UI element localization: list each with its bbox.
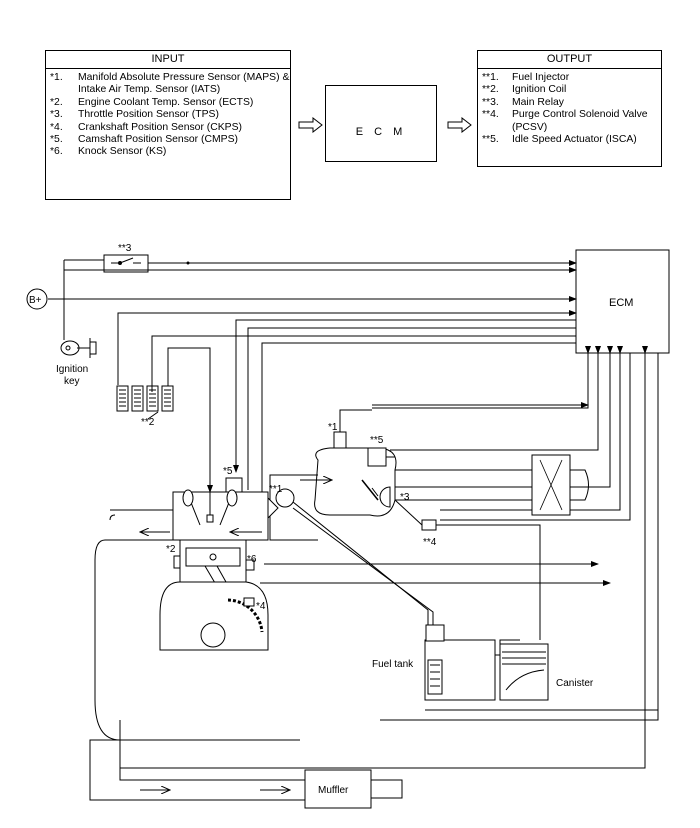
spark-plug — [206, 492, 214, 523]
input-item-text: Throttle Position Sensor (TPS) — [78, 109, 219, 121]
callout-maps: *1 — [328, 422, 338, 433]
arrow-input-to-ecm-icon — [298, 117, 323, 133]
wire-ecm-v2 — [390, 346, 601, 451]
air-duct — [395, 469, 533, 501]
input-box-title: INPUT — [46, 51, 290, 69]
crankshaft — [200, 622, 226, 648]
ecm-block: E C M — [325, 85, 437, 162]
fuel-filter — [425, 624, 445, 642]
callout-injector: **1 — [269, 484, 283, 495]
output-box: OUTPUT **1.Fuel Injector **2.Ignition Co… — [477, 50, 662, 167]
input-item-text: Manifold Absolute Pressure Sensor (MAPS)… — [78, 72, 290, 96]
output-item: **3.Main Relay — [482, 97, 661, 109]
callout-main-relay: **3 — [118, 243, 132, 254]
wire-coil-spark — [167, 347, 213, 493]
output-item: **5.Idle Speed Actuator (ISCA) — [482, 134, 661, 146]
output-item: **2.Ignition Coil — [482, 84, 661, 96]
wire-battery — [48, 260, 65, 300]
output-item-text: Main Relay — [512, 96, 564, 108]
ckps-sensor — [243, 597, 255, 607]
isca-actuator — [367, 447, 387, 467]
tps-sensor — [379, 486, 391, 508]
ecm-block-label: E C M — [355, 126, 407, 138]
knock-sensor — [245, 559, 255, 571]
input-list: *1.Manifold Absolute Pressure Sensor (MA… — [46, 69, 290, 159]
input-item-text: Engine Coolant Temp. Sensor (ECTS) — [78, 96, 254, 108]
ignition-label: Ignition — [56, 364, 88, 375]
ignition-key-label: key — [64, 376, 80, 387]
ects-sensor — [173, 555, 181, 569]
callout-ects: *2 — [166, 544, 176, 555]
ecm-unit — [575, 249, 670, 354]
output-list: **1.Fuel Injector **2.Ignition Coil **3.… — [478, 69, 661, 146]
wire-ecm-v4 — [440, 346, 623, 511]
input-box: INPUT *1.Manifold Absolute Pressure Sens… — [45, 50, 291, 200]
canister-label: Canister — [556, 678, 594, 689]
output-item-text: Purge Control Solenoid Valve (PCSV) — [512, 109, 648, 133]
muffler-label: Muffler — [318, 785, 349, 796]
wire-ecm-v3 — [390, 346, 613, 488]
wire-ecm-v5 — [440, 353, 631, 521]
arrow-ecm-to-output-icon — [447, 117, 472, 133]
maps-sensor — [333, 431, 347, 449]
muffler — [304, 769, 372, 809]
callout-tps: *3 — [400, 492, 410, 503]
callout-knock: *6 — [247, 554, 257, 565]
input-item-text: Crankshaft Position Sensor (CKPS) — [78, 121, 243, 133]
output-item-text: Ignition Coil — [512, 84, 567, 96]
crankcase — [159, 581, 269, 651]
output-item-text: Fuel Injector — [512, 72, 570, 83]
callout-ckps: *4 — [256, 601, 266, 612]
pcsv-valve — [421, 519, 437, 531]
throttle-plate — [361, 479, 379, 501]
input-item: *3.Throttle Position Sensor (TPS) — [50, 109, 290, 121]
wire-ecm-v1 — [372, 346, 591, 409]
battery-terminal — [26, 288, 48, 310]
input-item: *2.Engine Coolant Temp. Sensor (ECTS) — [50, 97, 290, 109]
callout-cmps: *5 — [223, 466, 233, 477]
input-item: *1.Manifold Absolute Pressure Sensor (MA… — [50, 72, 290, 96]
input-item: *6.Knock Sensor (KS) — [50, 146, 290, 158]
callout-pcsv: **4 — [423, 537, 437, 548]
ckps-wheel — [227, 598, 264, 633]
input-item: *4.Crankshaft Position Sensor (CKPS) — [50, 122, 290, 134]
fuel-tank-label: Fuel tank — [372, 659, 414, 670]
callout-isca: **5 — [370, 435, 384, 446]
piston — [185, 547, 241, 567]
input-item: *5.Camshaft Position Sensor (CMPS) — [50, 134, 290, 146]
wire-ecm-out-2 — [247, 327, 576, 490]
input-item-text: Knock Sensor (KS) — [78, 146, 167, 158]
ignition-key — [60, 338, 97, 358]
wire-key-out — [117, 310, 577, 349]
callout-ignition-coil: **2 — [141, 417, 155, 428]
wire-ecm-out-3 — [261, 342, 576, 500]
exhaust-pipe — [89, 739, 305, 801]
main-relay — [103, 254, 149, 273]
wire-ecm-cmps — [151, 335, 576, 392]
ecm-unit-label: ECM — [609, 297, 633, 309]
output-item: **1.Fuel Injector — [482, 72, 661, 84]
cmps-sensor — [225, 477, 243, 493]
exhaust-head — [94, 500, 300, 741]
wire-ecm-out-1 — [233, 319, 576, 473]
wire-ecm-v7 — [380, 353, 659, 721]
canister — [499, 643, 549, 701]
wire-callout-coil — [147, 411, 159, 420]
output-item-text: Idle Speed Actuator (ISCA) — [512, 134, 637, 146]
fuel-rail-node — [275, 488, 295, 508]
output-box-title: OUTPUT — [478, 51, 661, 69]
output-item: **4.Purge Control Solenoid Valve (PCSV) — [482, 109, 661, 134]
input-item-text: Camshaft Position Sensor (CMPS) — [78, 134, 238, 146]
ignition-coil-pack — [116, 385, 174, 412]
battery-label: B+ — [29, 295, 42, 306]
